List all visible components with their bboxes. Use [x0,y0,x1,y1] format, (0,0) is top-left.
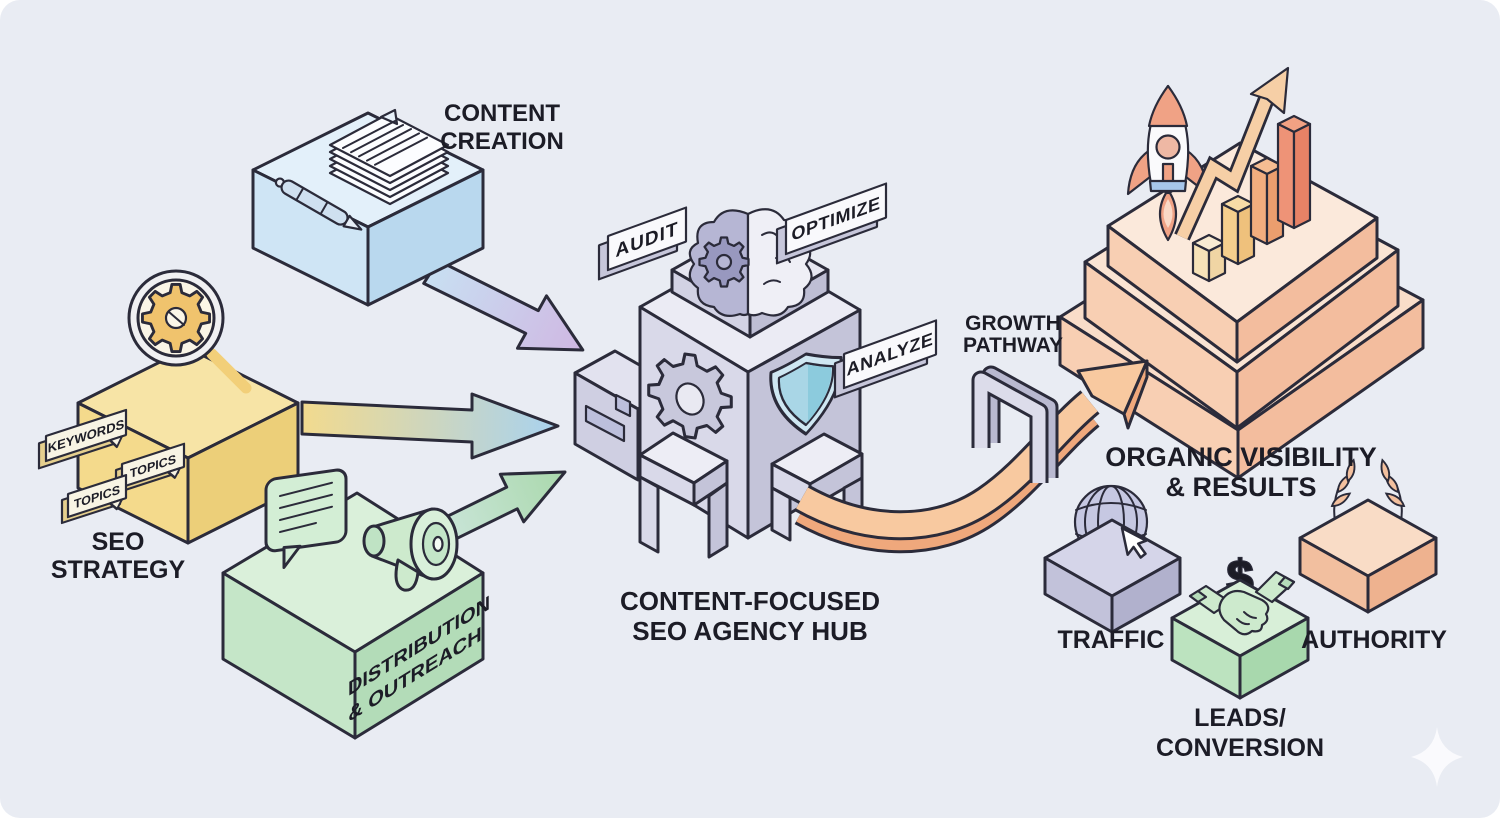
arrow-strategy-to-hub [300,392,560,460]
tag-topics-lower: TOPICS [60,473,128,525]
arrow-content-to-hub [422,259,585,352]
traffic-tile [1043,484,1182,634]
door-arch-left-icon [638,431,729,559]
sign-analyze: ANALYZE [833,319,938,399]
annex-window-slot [584,404,626,443]
results-label-line2: & RESULTS [1165,472,1316,502]
magnifier-gear-icon [127,269,252,394]
leads-label-line2: CONVERSION [1156,734,1324,762]
leads-label-line1: LEADS/ [1194,704,1286,732]
results-label-line1: ORGANIC VISIBILITY [1105,442,1377,472]
hub-label-line1: CONTENT-FOCUSED [620,586,880,616]
authority-tile [1298,458,1438,614]
gear-icon [647,347,733,445]
tile-right [1110,556,1182,634]
sparkle-icon [1411,727,1463,787]
tier3-right [1235,216,1379,364]
tag-topics-front: TOPICS [114,442,186,495]
bar-1 [1191,233,1227,283]
results-pyramid [1058,141,1425,480]
tile-right [1238,616,1310,700]
gate-arch-icon [971,365,1059,483]
seo-strategy-label-line1: SEO [92,528,145,556]
tier1-right [1236,298,1425,480]
tile-right [1366,536,1438,614]
megaphone-icon [362,507,459,592]
annex-window-square [614,393,632,418]
bar-2 [1220,194,1256,266]
cube-right-face [353,571,485,740]
speech-bubble-icon [264,468,348,569]
cursor-icon [1120,526,1148,559]
document-stack-icon [328,108,450,206]
traffic-label: TRAFFIC [1058,626,1165,654]
bar-chart-icon [1191,114,1312,283]
rocket-icon [1126,84,1210,242]
hub-label-line2: SEO AGENCY HUB [632,616,868,646]
seo-strategy-label-line2: STRATEGY [51,556,186,584]
handshake-icon [1188,570,1296,636]
growth-pathway-label-line2: PATHWAY [963,334,1063,357]
content-creation-label-line2: CREATION [440,128,564,155]
growth-arrow-icon [1174,66,1290,241]
tier2-right [1235,248,1400,430]
shield-icon [769,352,843,436]
bar-4 [1276,114,1312,230]
authority-label: AUTHORITY [1301,626,1447,654]
cube-right-face [366,168,485,307]
leads-tile: $ [1170,551,1310,700]
seo-agency-hub: AUDIT OPTIMIZE ANALYZE [573,182,938,559]
pen-icon [274,177,363,231]
content-creation-label-line1: CONTENT [444,100,560,127]
growth-pathway-label-line1: GROWTH [965,312,1061,335]
sign-optimize: OPTIMIZE [775,182,888,265]
